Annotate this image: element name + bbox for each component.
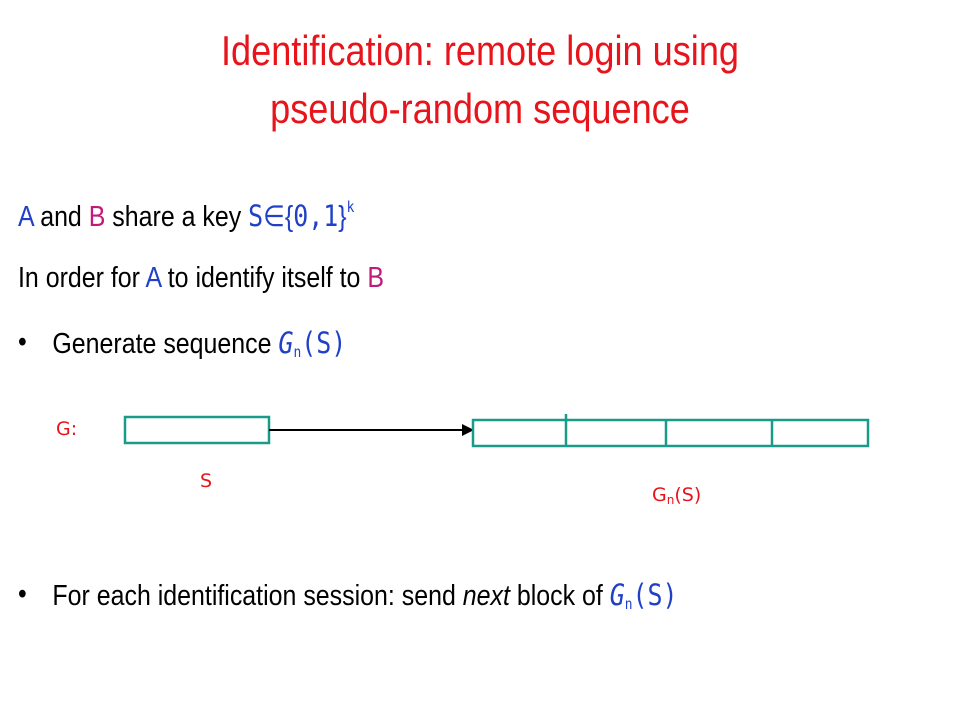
share-text: share a key [105, 201, 249, 233]
and-text: and [33, 201, 89, 233]
bullet-dot-2: • [18, 578, 27, 610]
output-sequence [471, 414, 870, 448]
title-line-1: Identification: remote login using [220, 27, 740, 74]
generator-diagram [123, 414, 870, 448]
identify-mid: to identify itself to [160, 262, 368, 294]
generator-subscript-n-2: n [624, 595, 633, 613]
identify-prefix: In order for [18, 262, 146, 294]
right-brace: } [338, 201, 347, 233]
key-length-k: k [346, 198, 355, 216]
key-set: 0,1 [293, 199, 339, 233]
output-label-n: n [666, 493, 675, 507]
bullet-generate: • Generate sequence Gn(S) [18, 326, 346, 361]
generate-text: Generate sequence [52, 328, 279, 360]
element-of-symbol: ∈ [263, 201, 285, 233]
left-brace: { [284, 201, 294, 233]
generator-g: G [278, 326, 294, 360]
output-label-arg: (S) [674, 484, 702, 506]
key-s: S [248, 199, 264, 233]
session-text-1: For each identification session: send [52, 580, 463, 612]
output-label: Gn(S) [652, 484, 701, 507]
generator-arg-2: (S) [632, 578, 678, 612]
bullet-session: • For each identification session: send n… [18, 578, 678, 613]
generator-arrow-head [462, 424, 474, 436]
generator-label: G: [56, 418, 78, 440]
generator-arg: (S) [301, 326, 347, 360]
seed-box [123, 415, 271, 445]
generator-g-2: G [609, 578, 625, 612]
slide-title: Identification: remote login using pseud… [67, 22, 893, 138]
party-b: B [88, 201, 106, 233]
seed-label: S [200, 470, 213, 492]
generator-subscript-n: n [293, 343, 302, 361]
title-line-2: pseudo-random sequence [270, 85, 690, 132]
session-text-2: block of [509, 580, 610, 612]
bullet-dot-1: • [18, 326, 27, 358]
party-a-2: A [145, 262, 161, 294]
output-label-g: G [652, 484, 667, 506]
identify-line: In order for A to identify itself to B [18, 262, 384, 295]
party-b-2: B [367, 262, 384, 294]
output-sequence-frame [471, 418, 870, 448]
next-word: next [462, 580, 510, 612]
party-a: A [18, 201, 34, 233]
shared-key-line: A and B share a key S∈{0,1}k [18, 198, 354, 234]
